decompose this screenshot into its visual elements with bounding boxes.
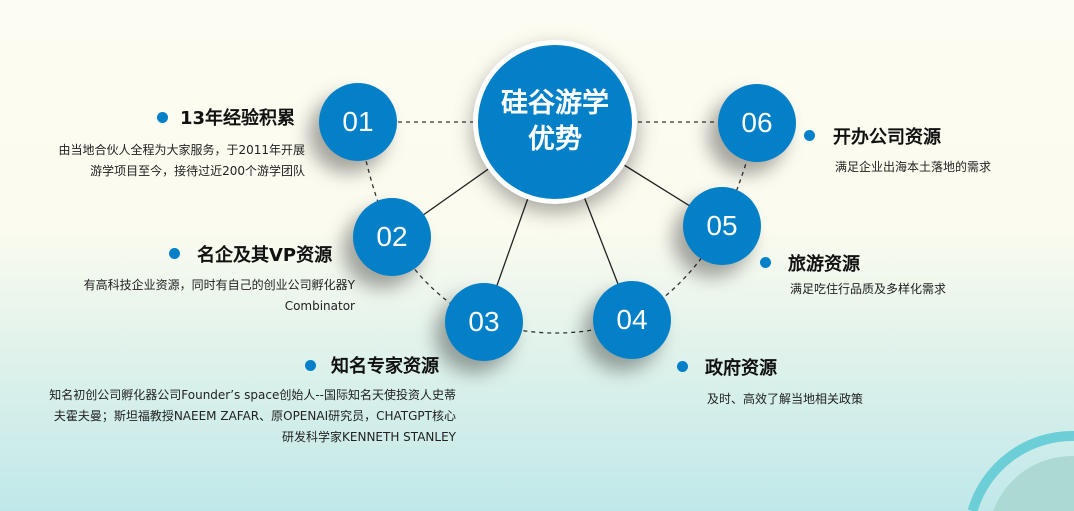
item-desc-02: 有高科技企业资源，同时有自己的创业公司孵化器Y Combinator bbox=[83, 278, 355, 313]
node-01: 01 bbox=[319, 83, 397, 161]
bullet-icon bbox=[169, 248, 180, 259]
node-06: 06 bbox=[718, 84, 796, 162]
bullet-icon bbox=[677, 361, 688, 372]
hub-circle: 硅谷游学 优势 bbox=[473, 40, 637, 204]
item-desc-01: 由当地合伙人全程为大家服务，于2011年开展游学项目至今，接待过近200个游学团… bbox=[58, 143, 305, 178]
bullet-icon bbox=[760, 257, 771, 268]
node-04: 04 bbox=[593, 281, 671, 359]
item-title-02: 名企及其VP资源 bbox=[197, 245, 333, 266]
item-title-05: 旅游资源 bbox=[788, 254, 860, 275]
item-title-06: 开办公司资源 bbox=[833, 127, 941, 148]
item-title-04: 政府资源 bbox=[705, 358, 777, 379]
item-desc-06: 满足企业出海本土落地的需求 bbox=[835, 160, 992, 174]
node-03: 03 bbox=[445, 283, 523, 361]
bullet-icon bbox=[305, 360, 316, 371]
item-desc-05: 满足吃住行品质及多样化需求 bbox=[790, 282, 947, 296]
item-title-01: 13年经验积累 bbox=[180, 108, 296, 129]
decorative-ring bbox=[967, 430, 1074, 511]
item-title-03: 知名专家资源 bbox=[331, 356, 439, 377]
item-desc-04: 及时、高效了解当地相关政策 bbox=[707, 392, 864, 406]
bullet-icon bbox=[804, 130, 815, 141]
hub-title-line1: 硅谷游学 bbox=[501, 88, 609, 119]
bullet-icon bbox=[157, 112, 168, 123]
node-05: 05 bbox=[683, 187, 761, 265]
item-desc-03: 知名初创公司孵化器公司Founder’s space创始人--国际知名天使投资人… bbox=[49, 388, 456, 444]
node-02: 02 bbox=[353, 198, 431, 276]
hub-title-line2: 优势 bbox=[528, 124, 582, 155]
